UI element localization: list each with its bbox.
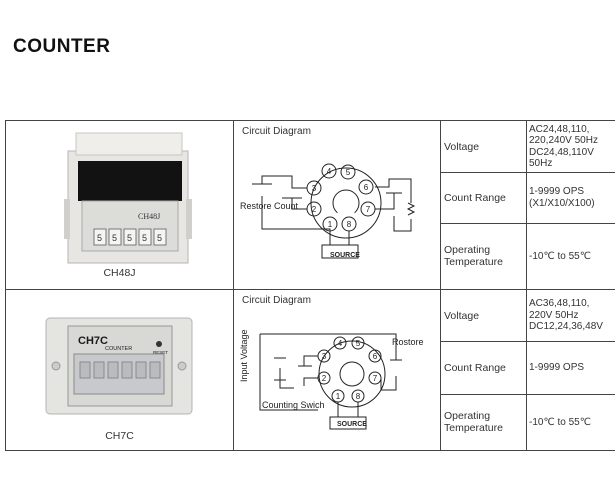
svg-text:5: 5 <box>127 233 132 243</box>
svg-text:5: 5 <box>346 168 351 177</box>
diagram-title: Circuit Diagram <box>242 295 311 306</box>
device-reset-label: RESET <box>153 350 168 355</box>
svg-text:6: 6 <box>373 352 378 361</box>
svg-text:1: 1 <box>336 392 341 401</box>
svg-text:7: 7 <box>366 205 371 214</box>
svg-text:1: 1 <box>328 220 333 229</box>
spec-value-temperature: -10℃ to 55℃ <box>526 393 615 452</box>
spec-label-count-range: Count Range <box>440 341 527 395</box>
product-image-cell-ch7c: CH7C COUNTER RESET CH7C <box>5 289 234 451</box>
rostore-label: Rostore <box>392 337 424 347</box>
circuit-diagram-ch7c: 4 5 3 6 2 7 1 8 SOURCE Rostore Counting … <box>239 329 424 430</box>
svg-text:5: 5 <box>97 233 102 243</box>
circuit-diagram-cell-ch48j: Circuit Diagram <box>233 120 441 290</box>
spec-label-temperature: Operating Temperature <box>440 222 527 291</box>
svg-text:3: 3 <box>312 184 317 193</box>
counting-switch-label: Counting Swich <box>262 400 325 410</box>
spec-value-temperature: -10℃ to 55℃ <box>526 222 615 291</box>
svg-text:5: 5 <box>356 339 361 348</box>
svg-text:7: 7 <box>373 374 378 383</box>
svg-text:8: 8 <box>347 220 352 229</box>
spec-value-voltage: AC24,48,110, 220,240V 50Hz DC24,48,110V … <box>526 119 615 174</box>
svg-text:5: 5 <box>157 233 162 243</box>
source-label: SOURCE <box>337 421 367 428</box>
circuit-diagram-cell-ch7c: Circuit Diagram <box>233 289 441 451</box>
svg-text:5: 5 <box>112 233 117 243</box>
device-model-label: CH7C <box>78 335 108 347</box>
spec-label-voltage: Voltage <box>440 288 527 343</box>
spec-value-count-range: 1-9999 OPS (X1/X10/X100) <box>526 172 615 224</box>
svg-text:6: 6 <box>364 183 369 192</box>
spec-value-voltage: AC36,48,110, 220V 50Hz DC12,24,36,48V <box>526 288 615 343</box>
svg-text:5: 5 <box>142 233 147 243</box>
spec-label-temperature: Operating Temperature <box>440 393 527 452</box>
restore-label: Restore <box>240 201 272 211</box>
device-sublabel: COUNTER <box>105 346 132 352</box>
spec-label-voltage: Voltage <box>440 119 527 174</box>
spec-label-count-range: Count Range <box>440 172 527 224</box>
device-model-label: CH48J <box>138 212 160 221</box>
circuit-diagram-ch48j: 4 5 3 6 2 7 1 8 SOURCE Restore Count <box>240 163 416 259</box>
svg-text:3: 3 <box>322 352 327 361</box>
diagram-title: Circuit Diagram <box>242 126 311 137</box>
svg-text:2: 2 <box>312 205 317 214</box>
source-label: SOURCE <box>330 252 360 259</box>
svg-text:2: 2 <box>322 374 327 383</box>
svg-text:4: 4 <box>327 167 332 176</box>
product-name-ch48j: CH48J <box>103 267 136 279</box>
svg-text:8: 8 <box>356 392 361 401</box>
svg-text:4: 4 <box>338 339 343 348</box>
spec-value-count-range: 1-9999 OPS <box>526 341 615 395</box>
count-label: Count <box>274 201 299 211</box>
input-voltage-label: Input Voltage <box>239 329 249 382</box>
page-title: COUNTER <box>13 36 111 57</box>
product-name-ch7c: CH7C <box>105 430 134 442</box>
ch7c-device-image: CH7C COUNTER RESET <box>45 317 193 415</box>
